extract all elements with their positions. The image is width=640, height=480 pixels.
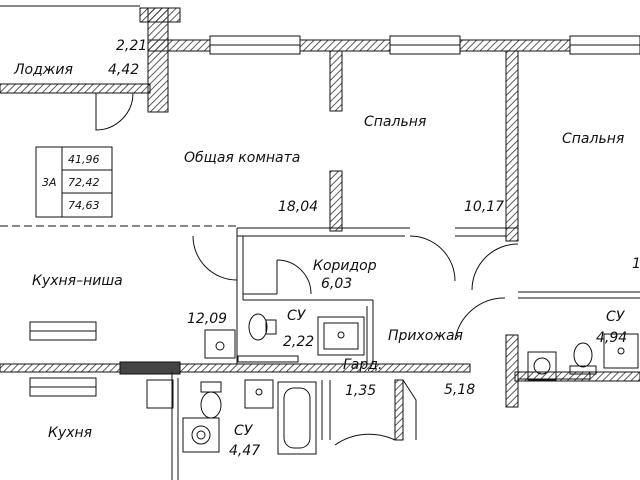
room-name-bath-small: СУ [287, 308, 306, 324]
toilet-icon [200, 391, 222, 419]
bathtub-icon [277, 381, 317, 455]
room-name-corridor: Коридор [313, 258, 377, 274]
room-name-loggia: Лоджия [14, 62, 73, 78]
apartment-total-with-loggia: 74,63 [68, 199, 100, 212]
washbasin-icon [603, 333, 639, 369]
room-area-living-room: 18,04 [278, 199, 319, 215]
room-name-hall: Прихожая [388, 328, 463, 344]
boiler-icon [527, 351, 557, 381]
room-area-bedroom-2: 1 [632, 257, 640, 271]
doors [95, 92, 519, 446]
washbasin-icon [244, 379, 274, 409]
sink-icon [204, 329, 236, 359]
apartment-code: 3А [42, 176, 57, 189]
room-area-loggia-1: 2,21 [116, 38, 148, 54]
toilet-icon [248, 313, 268, 341]
room-area-kitchen-niche: 12,09 [187, 311, 228, 327]
room-name-living-room: Общая комната [184, 150, 301, 166]
room-area-wardrobe: 1,35 [345, 383, 377, 399]
room-area-bath-bottom: 4,47 [229, 443, 261, 459]
boiler-icon [182, 417, 220, 453]
room-name-bedroom-2: Спальня [562, 131, 625, 147]
room-area-bedroom-1: 10,17 [464, 199, 505, 215]
room-name-bath-bottom: СУ [234, 423, 253, 439]
apartment-living-area: 41,96 [68, 153, 100, 166]
sink-icon [146, 379, 174, 409]
room-name-bedroom-1: Спальня [364, 114, 427, 130]
apartment-total-area: 72,42 [68, 176, 100, 189]
room-name-bath-right: СУ [606, 309, 625, 325]
room-area-loggia-2: 4,42 [108, 62, 140, 78]
washbasin-icon [317, 316, 365, 356]
interior-walls [0, 50, 640, 480]
room-area-hall: 5,18 [444, 382, 476, 398]
room-area-bath-right: 4,94 [596, 330, 628, 346]
apartment-card-frame [35, 146, 113, 218]
room-area-corridor: 6,03 [321, 276, 353, 292]
room-area-bath-small: 2,22 [283, 334, 315, 350]
room-name-kitchen: Кухня [48, 425, 93, 441]
windows [29, 35, 640, 397]
fixtures [146, 313, 639, 455]
toilet-icon [573, 342, 593, 368]
room-name-wardrobe: Гард. [343, 357, 383, 373]
room-name-kitchen-niche: Кухня–ниша [32, 273, 123, 289]
